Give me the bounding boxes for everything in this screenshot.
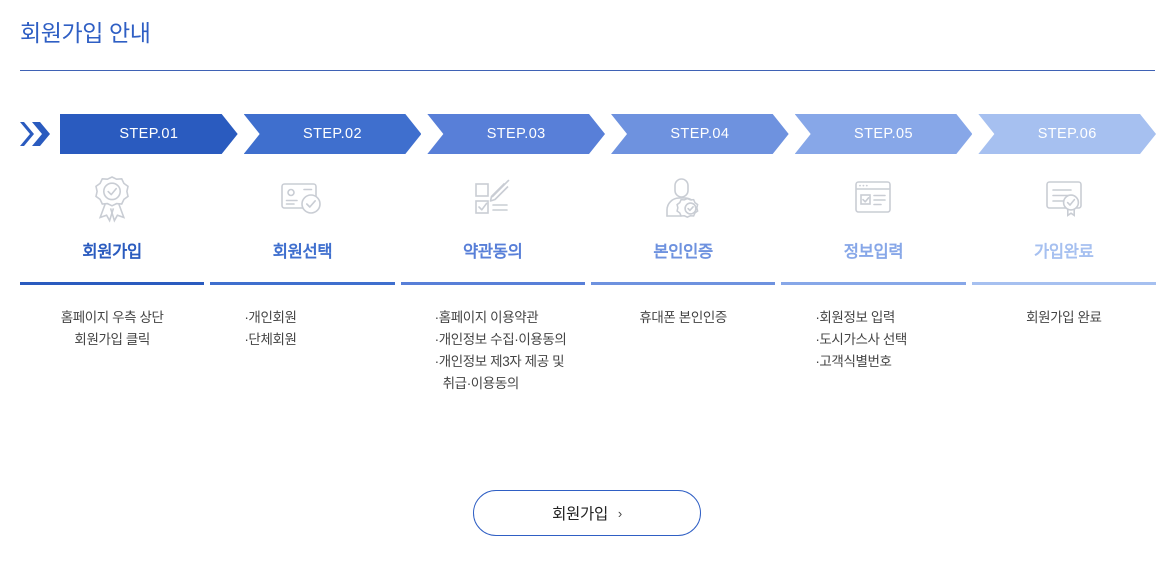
- step-column-3-desc: ·홈페이지 이용약관 ·개인정보 수집·이용동의 ·개인정보 제3자 제공 및 …: [401, 307, 585, 395]
- step-arrow-5-shape: [795, 114, 973, 154]
- step-arrow-1-shape: [60, 114, 238, 154]
- step-arrow-2[interactable]: STEP.02: [244, 114, 422, 154]
- desc-line: ·고객식별번호: [815, 354, 892, 369]
- step-column-3-underline: [400, 282, 585, 285]
- checklist-pen-icon: [467, 170, 519, 228]
- step-column-3-name: 약관동의: [463, 243, 523, 261]
- desc-line: 회원가입 완료: [1026, 310, 1102, 325]
- certificate-seal-icon: [1038, 170, 1090, 228]
- step-column-4-underline: [590, 282, 776, 285]
- step-column-1-desc: 홈페이지 우측 상단 회원가입 클릭: [20, 307, 204, 351]
- chevron-right-icon: ›: [617, 505, 622, 521]
- cta-container: 회원가입 ›: [0, 490, 1174, 536]
- step-progress-bar: STEP.01 STEP.02 STEP.03 STEP.04 STEP.05 …: [20, 114, 1156, 154]
- lead-chevrons-icon: [20, 114, 60, 154]
- step-column-6-name: 가입완료: [1034, 243, 1094, 261]
- page-title: 회원가입 안내: [20, 20, 151, 46]
- step-arrow-1[interactable]: STEP.01: [60, 114, 238, 154]
- desc-line: ·단체회원: [244, 332, 297, 347]
- step-column-2-underline: [210, 282, 395, 285]
- step-column-4-name: 본인인증: [653, 243, 713, 261]
- title-divider: [20, 70, 1155, 71]
- desc-line: ·개인회원: [244, 310, 297, 325]
- step-arrow-3-label: STEP.03: [486, 126, 546, 142]
- step-column-1-name: 회원가입: [82, 243, 142, 261]
- step-arrow-4-shape: [611, 114, 789, 154]
- step-arrow-5-label: STEP.05: [854, 126, 913, 142]
- step-column-6: 가입완료 회원가입 완료: [971, 170, 1156, 395]
- step-arrow-6[interactable]: STEP.06: [978, 114, 1156, 154]
- step-column-5-desc: ·회원정보 입력 ·도시가스사 선택 ·고객식별번호: [781, 307, 965, 373]
- person-verified-icon: [659, 170, 707, 228]
- step-column-3: 약관동의 ·홈페이지 이용약관 ·개인정보 수집·이용동의 ·개인정보 제3자 …: [400, 170, 585, 395]
- step-arrow-1-label: STEP.01: [119, 126, 179, 142]
- desc-line: ·도시가스사 선택: [815, 332, 907, 347]
- step-arrow-6-label: STEP.06: [1037, 126, 1097, 142]
- step-column-5-underline: [781, 282, 966, 285]
- step-column-2-name: 회원선택: [272, 243, 333, 261]
- step-arrow-5[interactable]: STEP.05: [795, 114, 973, 154]
- desc-line: ·홈페이지 이용약관: [434, 310, 539, 325]
- step-column-6-desc: 회원가입 완료: [972, 307, 1156, 329]
- step-arrow-3[interactable]: STEP.03: [427, 114, 605, 154]
- browser-form-icon: [848, 170, 898, 228]
- step-column-1: 회원가입 홈페이지 우측 상단 회원가입 클릭: [20, 170, 205, 395]
- desc-line: ·개인정보 제3자 제공 및: [434, 354, 565, 369]
- step-column-2: 회원선택 ·개인회원 ·단체회원: [210, 170, 395, 395]
- desc-line: 홈페이지 우측 상단: [60, 310, 164, 325]
- ribbon-check-icon: [89, 170, 135, 228]
- step-column-4-desc: 휴대폰 본인인증: [591, 307, 775, 329]
- id-card-check-icon: [276, 170, 328, 228]
- step-arrow-4-label: STEP.04: [670, 126, 730, 142]
- step-arrow-2-shape: [244, 114, 422, 154]
- step-column-5: 정보입력 ·회원정보 입력 ·도시가스사 선택 ·고객식별번호: [781, 170, 966, 395]
- signup-button[interactable]: 회원가입 ›: [473, 490, 701, 536]
- step-arrow-6-shape: [978, 114, 1156, 154]
- desc-line: ·회원정보 입력: [815, 310, 895, 325]
- step-arrow-4[interactable]: STEP.04: [611, 114, 789, 154]
- desc-line: ·개인정보 수집·이용동의: [434, 332, 567, 347]
- desc-line: 회원가입 클릭: [74, 332, 150, 347]
- step-column-4: 본인인증 휴대폰 본인인증: [590, 170, 776, 395]
- step-column-5-name: 정보입력: [843, 243, 904, 261]
- step-column-2-desc: ·개인회원 ·단체회원: [210, 307, 394, 351]
- desc-line: 취급·이용동의: [442, 376, 520, 391]
- step-column-6-underline: [971, 282, 1156, 285]
- step-arrow-2-label: STEP.02: [303, 126, 362, 142]
- step-detail-columns: 회원가입 홈페이지 우측 상단 회원가입 클릭 회원선택 ·개인회원 ·단체회원: [20, 170, 1156, 395]
- desc-line: 휴대폰 본인인증: [639, 310, 727, 325]
- step-arrow-3-shape: [427, 114, 605, 154]
- step-column-1-underline: [20, 282, 205, 285]
- signup-button-label: 회원가입: [552, 506, 608, 523]
